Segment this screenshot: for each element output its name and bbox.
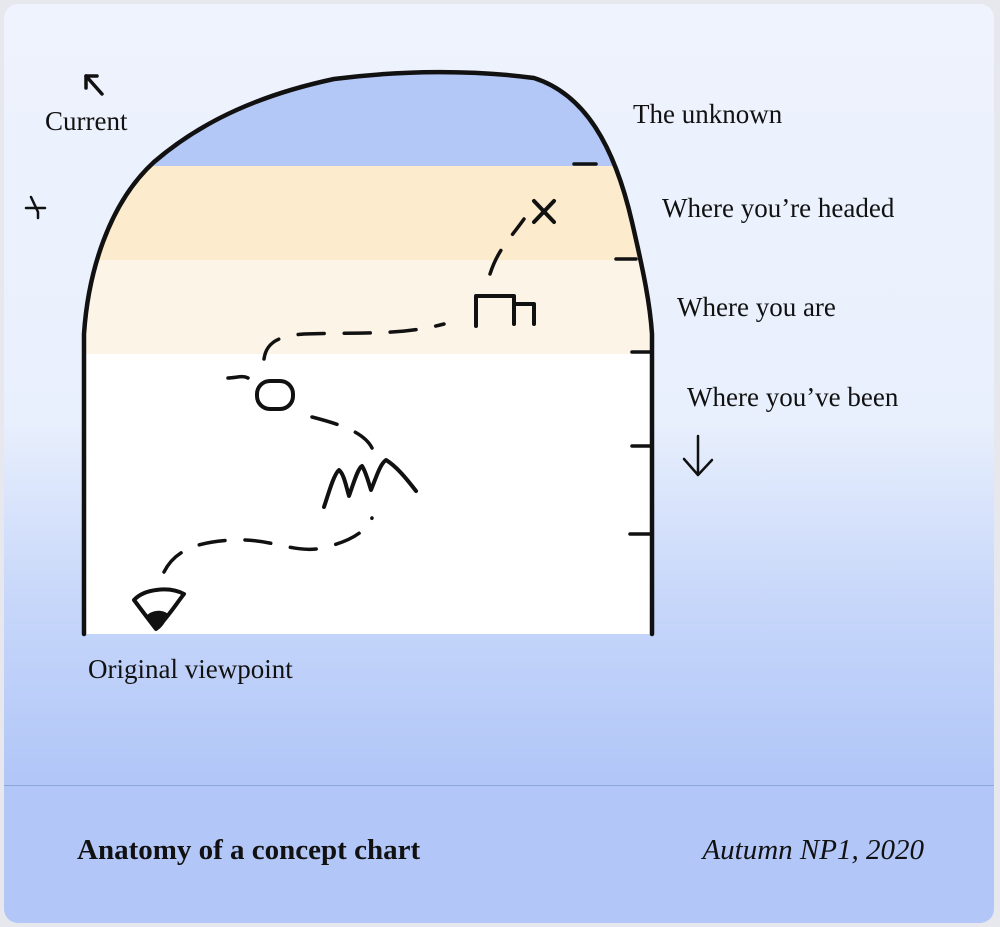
chart-title: Anatomy of a concept chart (77, 834, 421, 866)
arch-outline (81, 69, 655, 637)
waypoint-ring-icon (226, 374, 295, 411)
headed-band (84, 166, 652, 260)
been-band (84, 354, 652, 634)
journey-path (162, 217, 526, 574)
been-label: Where you’ve been (687, 382, 899, 412)
footer-bar: Anatomy of a concept chart Autumn NP1, 2… (4, 785, 994, 923)
destination-x-icon (532, 199, 556, 224)
diagram-card: Current The unknown Where you’re headed … (4, 4, 994, 922)
current-position-icon (474, 294, 536, 328)
origin-label: Original viewpoint (88, 654, 293, 684)
current-arrow-icon (84, 74, 104, 96)
current-label: Current (45, 106, 128, 136)
mountains-icon (322, 458, 418, 509)
down-arrow-icon (682, 434, 714, 477)
chart-date: Autumn NP1, 2020 (702, 834, 924, 866)
concept-chart-drawing (24, 69, 714, 637)
origin-eye-icon (132, 587, 186, 631)
scale-ticks (572, 162, 652, 536)
headed-label: Where you’re headed (662, 193, 895, 223)
arch-bands (84, 72, 652, 634)
are-label: Where you are (677, 292, 836, 322)
tick-mark-icon (24, 195, 47, 220)
are-band (84, 260, 652, 354)
unknown-band (84, 72, 652, 166)
unknown-label: The unknown (633, 99, 783, 129)
